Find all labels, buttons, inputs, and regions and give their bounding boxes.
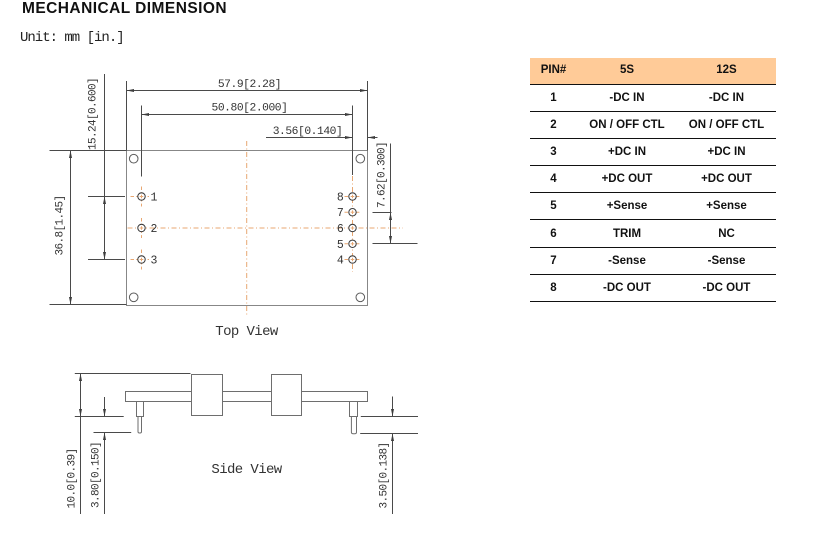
svg-text:3.50[0.138]: 3.50[0.138] — [378, 442, 390, 508]
svg-text:6: 6 — [337, 223, 344, 236]
svg-text:15.24[0.600]: 15.24[0.600] — [88, 78, 100, 150]
svg-text:10.0[0.39]: 10.0[0.39] — [67, 448, 79, 508]
svg-text:7.62[0.300]: 7.62[0.300] — [377, 142, 389, 208]
svg-text:2: 2 — [151, 223, 158, 236]
svg-text:3.80[0.150]: 3.80[0.150] — [91, 442, 103, 508]
svg-text:Top View: Top View — [215, 324, 279, 340]
svg-text:57.9[2.28]: 57.9[2.28] — [218, 79, 281, 91]
svg-text:50.80[2.000]: 50.80[2.000] — [212, 103, 288, 115]
svg-text:4: 4 — [337, 255, 344, 268]
svg-text:36.8[1.45]: 36.8[1.45] — [55, 195, 67, 255]
svg-text:3: 3 — [151, 255, 158, 268]
svg-text:8: 8 — [337, 192, 344, 205]
svg-text:7: 7 — [337, 207, 343, 220]
svg-text:1: 1 — [151, 192, 158, 205]
svg-text:Side View: Side View — [211, 462, 282, 478]
svg-text:3.56[0.140]: 3.56[0.140] — [273, 126, 343, 138]
svg-text:5: 5 — [337, 239, 344, 252]
